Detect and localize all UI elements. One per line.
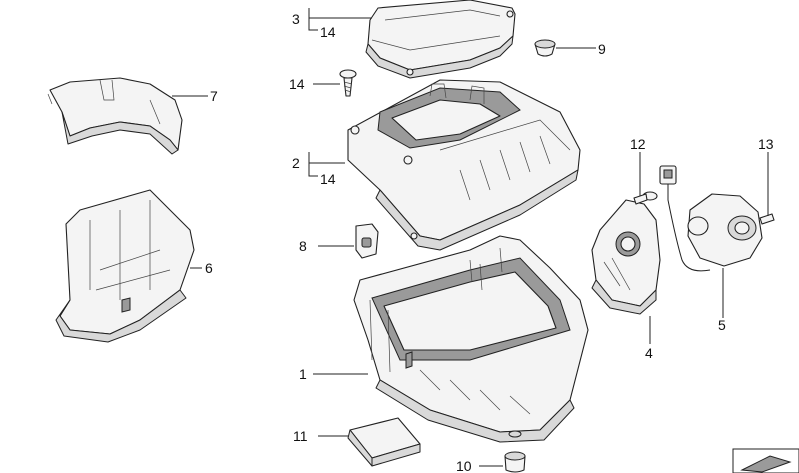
callout-7: 7 (210, 88, 218, 104)
callout-11: 11 (293, 428, 308, 444)
callout-4: 4 (645, 345, 653, 361)
part-11-pad (347, 417, 421, 467)
callout-3: 3 (292, 11, 300, 27)
callout-6: 6 (205, 260, 213, 276)
part-5-blower (659, 165, 763, 272)
callout-8: 8 (299, 238, 307, 254)
leader-lines (172, 8, 769, 467)
callout-9: 9 (598, 41, 606, 57)
callout-14-upper: 14 (320, 24, 336, 40)
part-4-mounting-plate (591, 199, 661, 315)
part-10-grommet (504, 451, 526, 473)
part-3-upper-cover (365, 0, 516, 79)
callout-2: 2 (292, 155, 300, 171)
part-7-bracket (47, 77, 183, 155)
callout-14-screw: 14 (289, 76, 305, 92)
part-9-plug (534, 39, 556, 57)
callout-13: 13 (758, 136, 774, 152)
callout-5: 5 (718, 317, 726, 333)
callout-10: 10 (456, 458, 472, 473)
part-2-upper-housing (347, 79, 581, 251)
corner-pictogram (732, 448, 799, 473)
part-8-clip (355, 223, 379, 259)
part-6-holder (55, 189, 195, 343)
part-13-screw (759, 213, 775, 225)
callout-labels: 3 14 14 9 7 2 14 12 13 8 6 5 4 1 11 10 (205, 11, 774, 473)
callout-12: 12 (630, 136, 646, 152)
callout-1: 1 (299, 366, 307, 382)
part-1-lower-housing (353, 235, 589, 443)
part-12-screw (633, 191, 658, 205)
part-14-screw (339, 69, 357, 97)
callout-14-lower: 14 (320, 171, 336, 187)
